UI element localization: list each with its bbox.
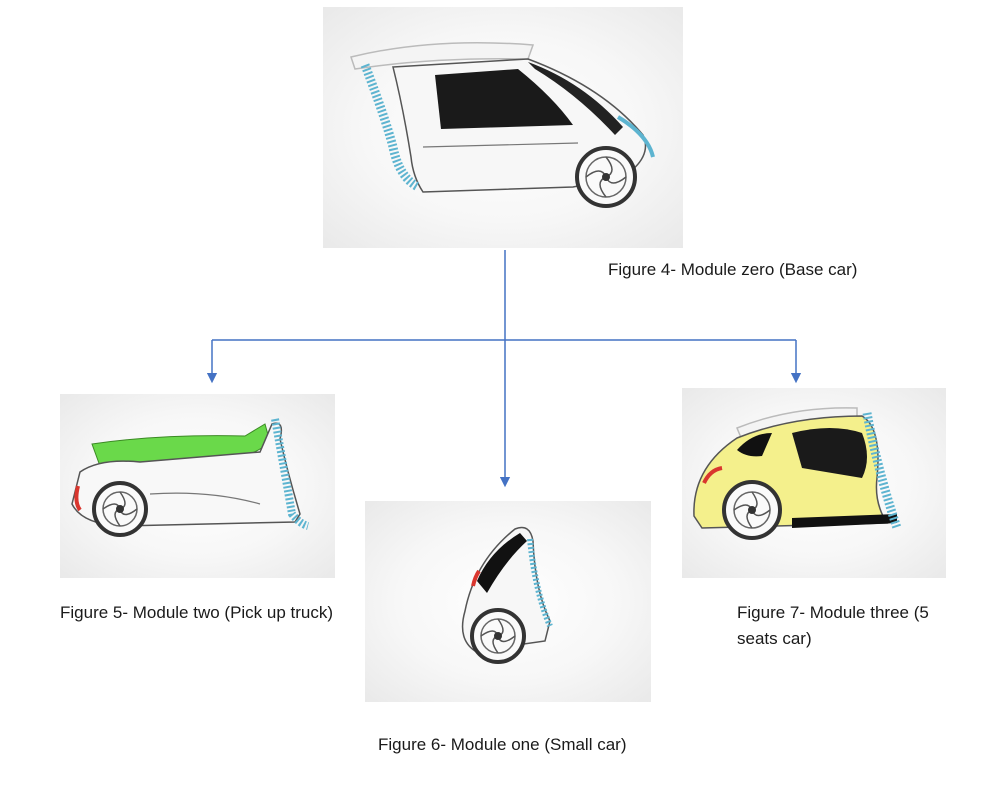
figure-7-caption: Figure 7- Module three (5 seats car) bbox=[737, 603, 929, 648]
figure-5-caption: Figure 5- Module two (Pick up truck) bbox=[60, 603, 334, 622]
small-car-sketch bbox=[365, 501, 651, 702]
five-seats-car-sketch bbox=[682, 388, 946, 578]
base-car-sketch bbox=[323, 7, 683, 248]
figure-6-caption: Figure 6- Module one (Small car) bbox=[378, 735, 627, 754]
pickup-truck-sketch bbox=[60, 394, 335, 578]
figure-4-caption: Figure 4- Module zero (Base car) bbox=[608, 260, 858, 279]
